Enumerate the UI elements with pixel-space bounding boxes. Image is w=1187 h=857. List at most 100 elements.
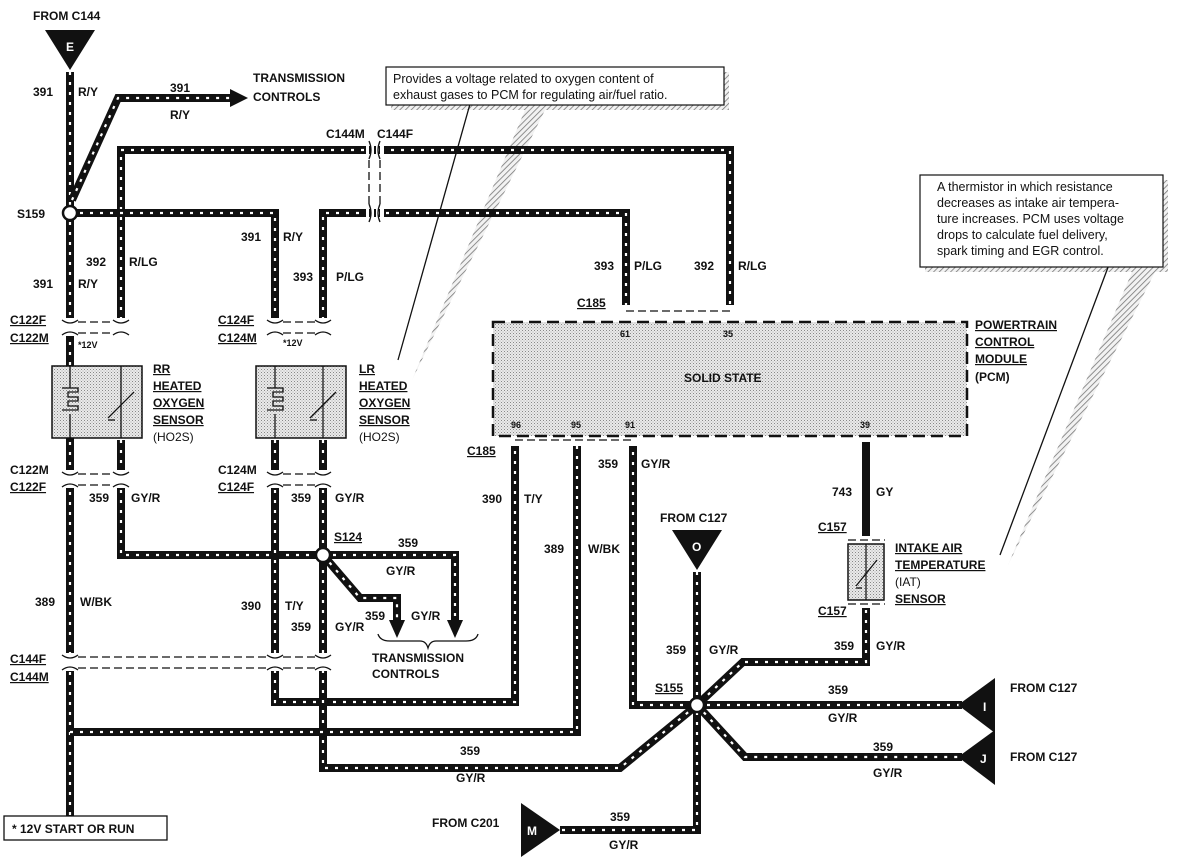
svg-text:C185: C185 [577,296,606,310]
svg-text:GY/R: GY/R [386,564,416,578]
svg-text:C144M: C144M [10,670,49,684]
svg-text:GY/R: GY/R [876,639,906,653]
solid-state-label: SOLID STATE [684,371,762,385]
svg-text:HEATED: HEATED [153,379,202,393]
svg-text:GY/R: GY/R [641,457,671,471]
svg-text:W/BK: W/BK [588,542,620,556]
text-labels: FROM C144 E 391 R/Y 391 R/Y TRANSMISSION… [10,9,1078,852]
svg-text:359: 359 [365,609,385,623]
svg-text:391: 391 [241,230,261,244]
svg-text:CONTROLS: CONTROLS [372,667,439,681]
svg-text:392: 392 [86,255,106,269]
svg-text:390: 390 [241,599,261,613]
svg-text:(HO2S): (HO2S) [153,430,194,444]
svg-text:R/LG: R/LG [738,259,767,273]
svg-text:391: 391 [33,85,53,99]
iat-sensor [847,543,885,601]
svg-text:359: 359 [291,491,311,505]
connector-e-letter: E [66,40,74,54]
svg-text:359: 359 [89,491,109,505]
svg-text:P/LG: P/LG [634,259,662,273]
svg-text:C144F: C144F [10,652,46,666]
svg-text:C124F: C124F [218,480,254,494]
svg-text:CONTROLS: CONTROLS [253,90,320,104]
svg-text:393: 393 [594,259,614,273]
connector-o [672,530,722,570]
svg-text:391: 391 [33,277,53,291]
svg-text:390: 390 [482,492,502,506]
svg-text:GY/R: GY/R [828,711,858,725]
svg-text:91: 91 [625,420,635,430]
svg-text:359: 359 [398,536,418,550]
svg-text:359: 359 [610,810,630,824]
svg-text:C157: C157 [818,520,847,534]
svg-text:C122M: C122M [10,331,49,345]
svg-text:359: 359 [834,639,854,653]
s155-label: S155 [655,681,683,695]
s159-label: S159 [17,207,45,221]
svg-text:W/BK: W/BK [80,595,112,609]
legend-box [3,815,168,841]
svg-text:359: 359 [598,457,618,471]
svg-text:MODULE: MODULE [975,352,1027,366]
callout-notes: Provides a voltage related to oxygen con… [393,72,1124,258]
svg-text:39: 39 [860,420,870,430]
iat-note-line-1: A thermistor in which resistance [937,180,1113,194]
svg-text:C144F: C144F [377,127,413,141]
iat-note-line-3: ture increases. PCM uses voltage [937,212,1124,226]
from-c127-o-label: FROM C127 [660,511,728,525]
from-c201-label: FROM C201 [432,816,500,830]
svg-text:R/Y: R/Y [78,85,98,99]
iat-label: INTAKE AIR [895,541,963,555]
svg-text:GY/R: GY/R [335,620,365,634]
connector-e [45,30,95,70]
svg-text:389: 389 [35,595,55,609]
svg-text:35: 35 [723,329,733,339]
svg-text:HEATED: HEATED [359,379,408,393]
wires [66,72,962,840]
svg-text:J: J [980,752,987,766]
svg-text:P/LG: P/LG [336,270,364,284]
splices [61,204,706,714]
splice-s155 [688,696,706,714]
svg-text:C185: C185 [467,444,496,458]
svg-text:C124M: C124M [218,331,257,345]
svg-text:CONTROL: CONTROL [975,335,1034,349]
svg-text:GY/R: GY/R [873,766,903,780]
transmission-controls-bottom: TRANSMISSION [372,651,464,665]
svg-text:TEMPERATURE: TEMPERATURE [895,558,985,572]
svg-text:OXYGEN: OXYGEN [359,396,410,410]
lr-ho2s-label: LR [359,362,375,376]
svg-text:M: M [527,824,537,838]
splice-s124 [314,546,332,564]
wire-359-lr [319,440,700,772]
rr-ho2s-sensor [51,365,143,439]
from-c127-i-label: FROM C127 [1010,681,1078,695]
svg-text:T/Y: T/Y [524,492,543,506]
svg-text:GY: GY [876,485,893,499]
from-c127-j-label: FROM C127 [1010,750,1078,764]
arrow-to-transmission-1 [389,620,405,638]
svg-text:GY/R: GY/R [335,491,365,505]
iat-note-line-4: drops to calculate fuel delivery, [937,228,1108,242]
svg-text:R/Y: R/Y [170,108,190,122]
lr-ho2s-sensor [255,365,347,439]
svg-text:359: 359 [666,643,686,657]
svg-text:R/Y: R/Y [283,230,303,244]
transmission-brace [377,633,479,651]
ho2s-note-line-2: exhaust gases to PCM for regulating air/… [393,88,667,102]
svg-text:C124M: C124M [218,463,257,477]
svg-text:C122M: C122M [10,463,49,477]
s124-label: S124 [334,530,362,544]
svg-text:C124F: C124F [218,313,254,327]
svg-text:392: 392 [694,259,714,273]
ho2s-note-line-1: Provides a voltage related to oxygen con… [393,72,654,86]
callout-boxes [385,66,1164,268]
svg-text:*12V: *12V [78,340,98,350]
svg-text:T/Y: T/Y [285,599,304,613]
svg-text:C122F: C122F [10,480,46,494]
transmission-controls-top: TRANSMISSION [253,71,345,85]
svg-text:95: 95 [571,420,581,430]
svg-text:C157: C157 [818,604,847,618]
